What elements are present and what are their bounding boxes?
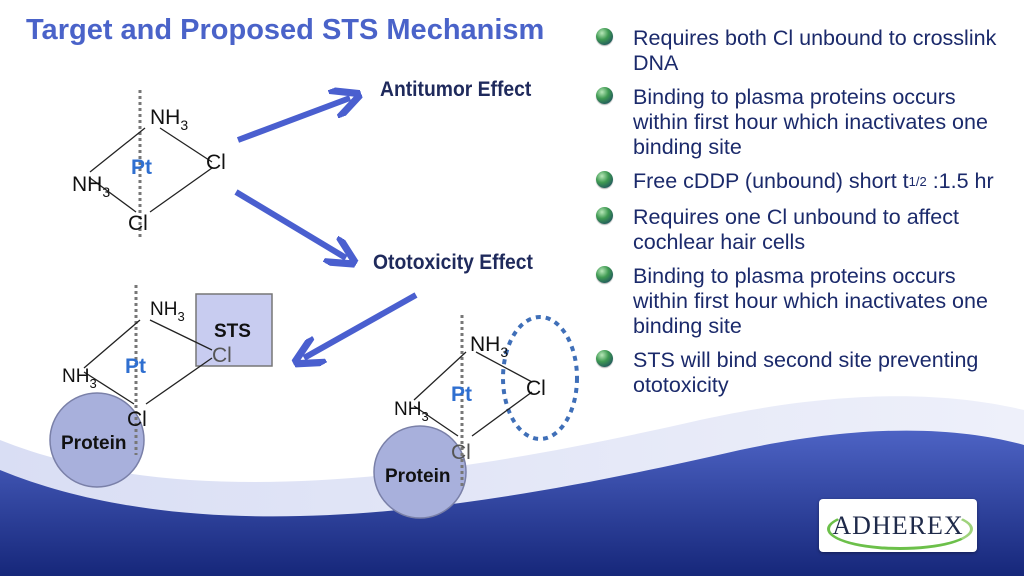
cl-right-label: Cl [212, 344, 232, 367]
bullet-item: STS will bind second site preventing oto… [596, 348, 1006, 398]
protein-circle-left [49, 392, 145, 488]
cl-bottom-label: Cl [127, 408, 147, 431]
nh3-left-label: NH3 [394, 399, 429, 424]
background-wave-dark [0, 430, 1024, 576]
logo-text: ADHEREX [832, 510, 964, 540]
bullet-item: Free cDDP (unbound) short t1/2 :1.5 hr [596, 169, 1006, 196]
ototoxicity-effect-label: Ototoxicity Effect [373, 251, 533, 274]
pt-label: Pt [125, 355, 146, 378]
cl-bottom-label: Cl [451, 441, 471, 464]
bullet-item: Binding to plasma proteins occurs within… [596, 264, 1006, 339]
protein-circle-right [373, 425, 467, 519]
sphere-bullet-icon [596, 171, 613, 188]
molecule-protein-bound: NH3 NH3 Pt Cl Cl Protein [373, 315, 579, 519]
protein-label: Protein [61, 433, 126, 454]
bullet-item: Binding to plasma proteins occurs within… [596, 85, 1006, 160]
arrow-to-ototoxicity [234, 189, 346, 258]
cl-bottom-label: Cl [128, 212, 148, 235]
pt-label: Pt [131, 156, 152, 179]
bullet-list: Requires both Cl unbound to crosslink DN… [596, 26, 1006, 407]
sphere-bullet-icon [596, 266, 613, 283]
nh3-top-label: NH3 [150, 299, 185, 324]
sphere-bullet-icon [596, 207, 613, 224]
arrow-to-sts-molecule [304, 292, 418, 358]
pt-label: Pt [451, 383, 472, 406]
cl-right-label: Cl [206, 151, 226, 174]
sts-box [195, 293, 273, 367]
sphere-bullet-icon [596, 350, 613, 367]
bullet-item: Requires both Cl unbound to crosslink DN… [596, 26, 1006, 76]
cl-right-label: Cl [526, 377, 546, 400]
sphere-bullet-icon [596, 28, 613, 45]
protein-label: Protein [385, 466, 450, 487]
nh3-top-label: NH3 [470, 333, 508, 360]
sphere-bullet-icon [596, 87, 613, 104]
molecule-sts-bound: NH3 NH3 Pt STS Cl Cl Protein [49, 285, 273, 488]
logo-swoosh-icon [827, 508, 973, 550]
adherex-logo: ADHEREX [819, 499, 977, 552]
nh3-left-label: NH3 [72, 173, 110, 200]
slide-title: Target and Proposed STS Mechanism [26, 14, 545, 46]
nh3-left-label: NH3 [62, 366, 97, 391]
bullet-item: Requires one Cl unbound to affect cochle… [596, 205, 1006, 255]
dashed-circle-free-cl [501, 315, 579, 441]
molecule-free-cisplatin: NH3 NH3 Pt Cl Cl [72, 90, 226, 240]
nh3-top-label: NH3 [150, 106, 188, 133]
antitumor-effect-label: Antitumor Effect [380, 78, 532, 101]
arrow-to-antitumor [236, 98, 350, 143]
sts-label: STS [214, 321, 251, 342]
